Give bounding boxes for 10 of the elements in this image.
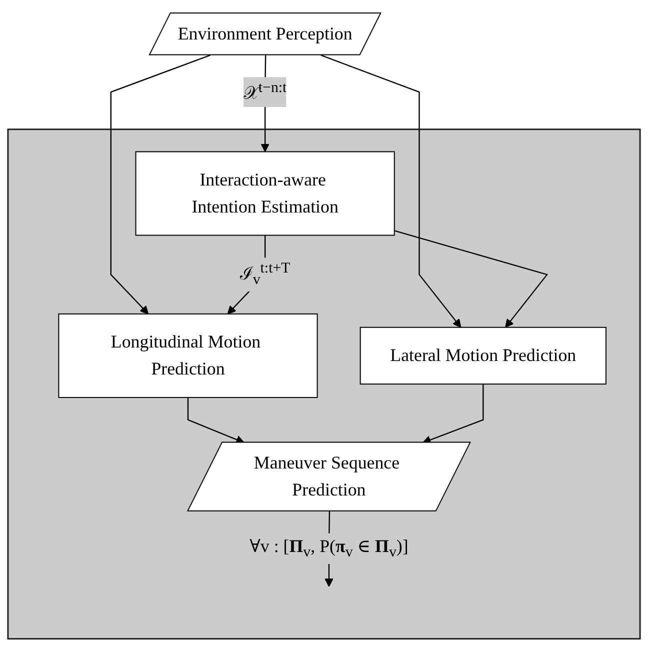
arrow [320, 54, 462, 328]
node-box: Lateral Motion Prediction [360, 326, 606, 385]
node-box: Interaction-aware Intention Estimation [135, 151, 395, 236]
edge-label: 𝒳$^{t−n:t}$ [243, 80, 287, 104]
arrow [394, 230, 548, 328]
edge-label: ∀v : [Π$_{v}$, P(π$_{v}$ ∈ Π$_{v}$)] [250, 536, 408, 561]
arrow [110, 54, 210, 314]
cluster [7, 128, 641, 640]
node-box: Longitudinal Motion Prediction [58, 314, 318, 398]
arrow [187, 398, 245, 444]
